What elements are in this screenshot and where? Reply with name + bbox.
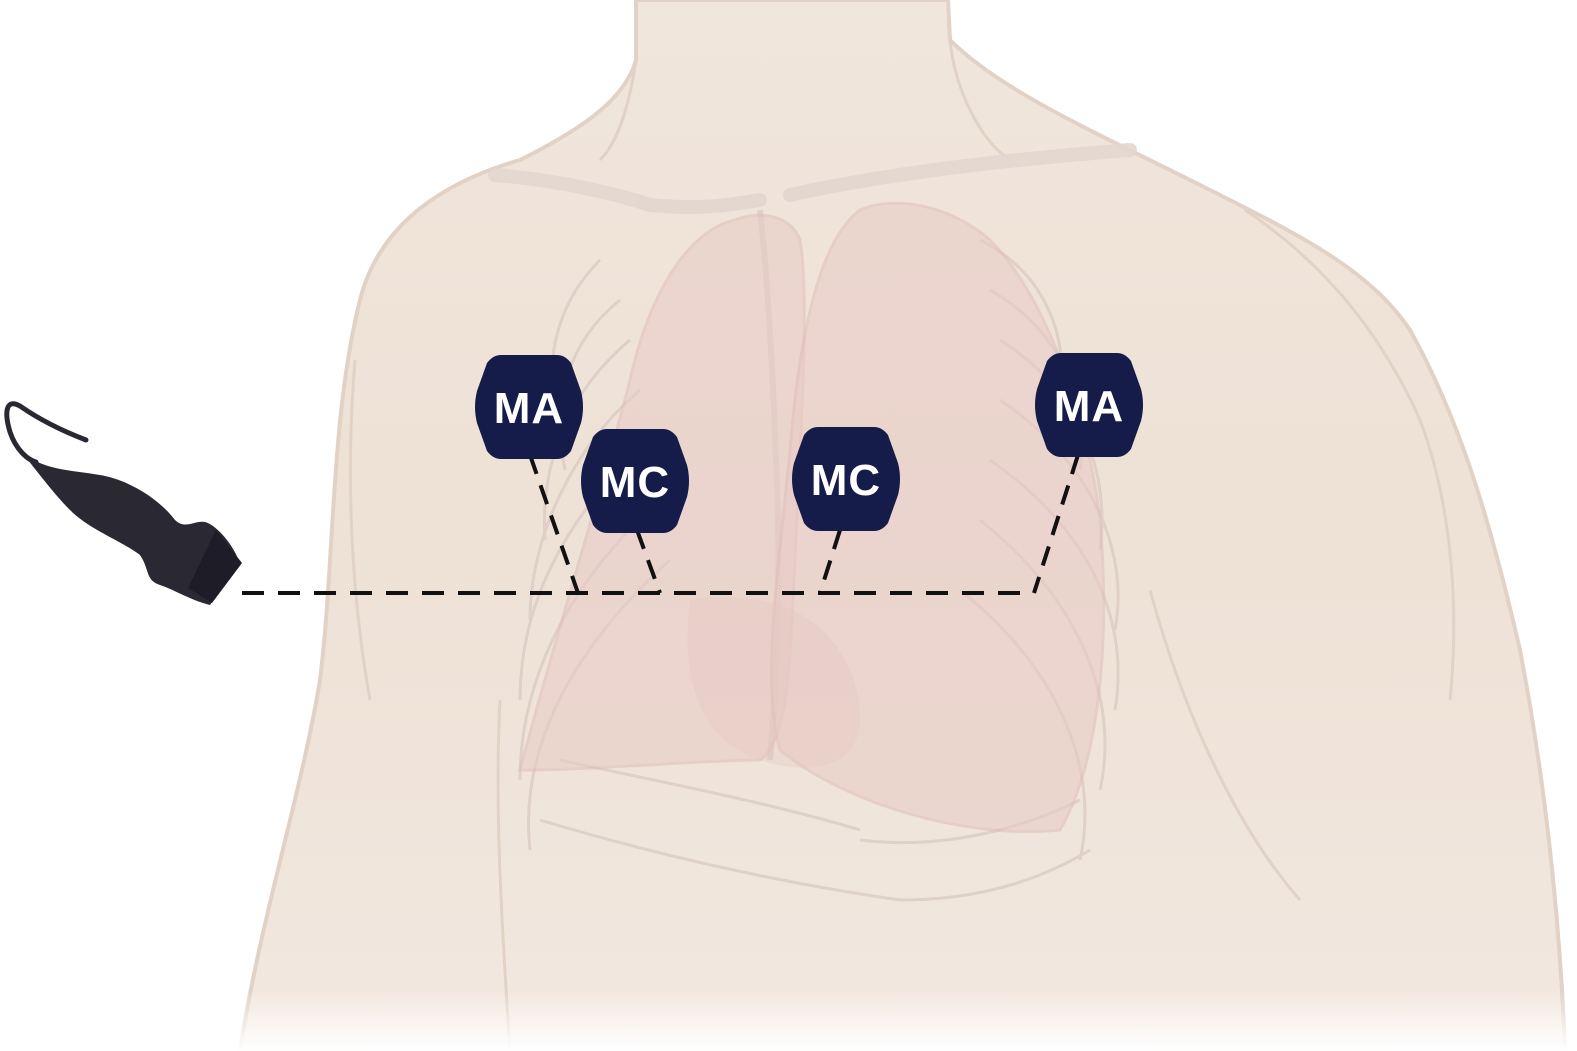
- leader-ma-left: [1032, 454, 1080, 594]
- clavicles: [488, 143, 1137, 215]
- marker-label-mc-right: MC: [600, 458, 670, 507]
- marker-leaders: [528, 454, 1080, 594]
- marker-label-ma-right: MA: [494, 384, 564, 433]
- marker-ma-right: MA: [475, 355, 583, 459]
- leader-mc-right: [635, 529, 662, 594]
- marker-ma-left: MA: [1035, 353, 1143, 457]
- marker-mc-right: MC: [581, 429, 689, 533]
- leader-mc-left: [818, 529, 842, 594]
- marker-label-mc-left: MC: [811, 456, 881, 505]
- leader-ma-right: [528, 454, 580, 594]
- ultrasound-probe-icon: [4, 401, 242, 605]
- marker-label-ma-left: MA: [1054, 382, 1124, 431]
- marker-mc-left: MC: [792, 427, 900, 531]
